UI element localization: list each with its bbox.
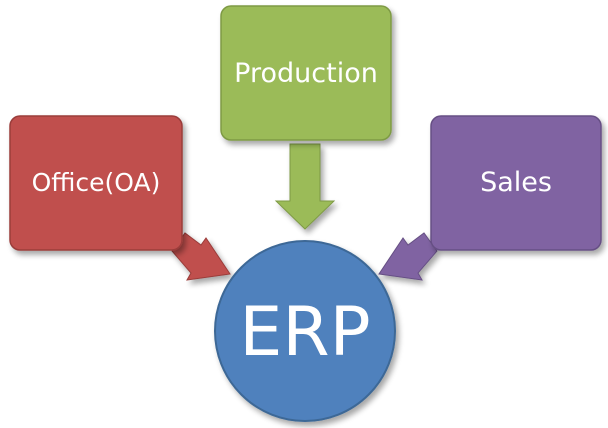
node-production: Production — [220, 5, 392, 141]
arrow-office-to-erp — [171, 232, 231, 281]
node-erp: ERP — [214, 240, 396, 422]
node-sales-label: Sales — [480, 167, 552, 198]
node-office: Office(OA) — [9, 115, 183, 251]
node-production-label: Production — [234, 58, 378, 89]
arrow-sales-to-erp — [378, 232, 438, 281]
node-sales: Sales — [430, 115, 602, 251]
arrow-production-to-erp — [274, 143, 336, 230]
node-office-label: Office(OA) — [32, 168, 161, 197]
node-erp-label: ERP — [239, 293, 370, 372]
